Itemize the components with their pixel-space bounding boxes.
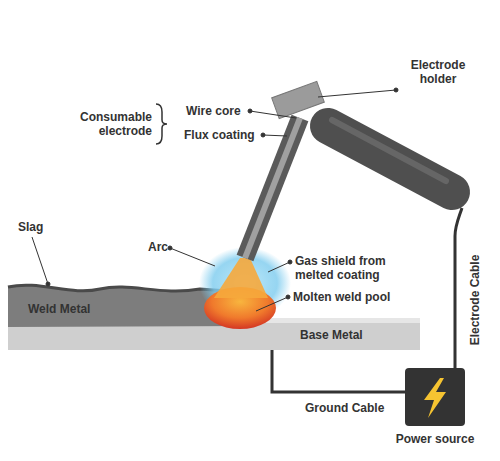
leader-lines [32,88,398,311]
arc [214,258,268,298]
part-label: Flux coating [184,128,255,142]
part-label: Molten weld pool [293,290,390,304]
part-label: Power source [396,432,475,446]
power-source-box [405,368,465,426]
ground-cable [272,350,405,392]
cable-label: Ground Cable [305,401,384,415]
region-label: Base Metal [300,328,363,342]
brace [156,104,167,144]
slag-layer [8,285,228,291]
holder-highlight [332,120,446,181]
part-label: Arc [148,240,168,254]
group-label: Consumable electrode [72,110,152,138]
holder-handle [328,126,452,192]
part-label: Gas shield from melted coating [295,254,399,282]
cable-label: Electrode Cable [468,255,482,346]
holder-clamp [272,81,325,118]
electrode-cable [455,208,462,368]
region-label: Weld Metal [28,302,90,316]
part-label: Wire core [186,104,241,118]
part-label: Slag [18,220,43,234]
part-label: Electrode holder [400,58,476,86]
lightning-symbol [424,378,446,418]
